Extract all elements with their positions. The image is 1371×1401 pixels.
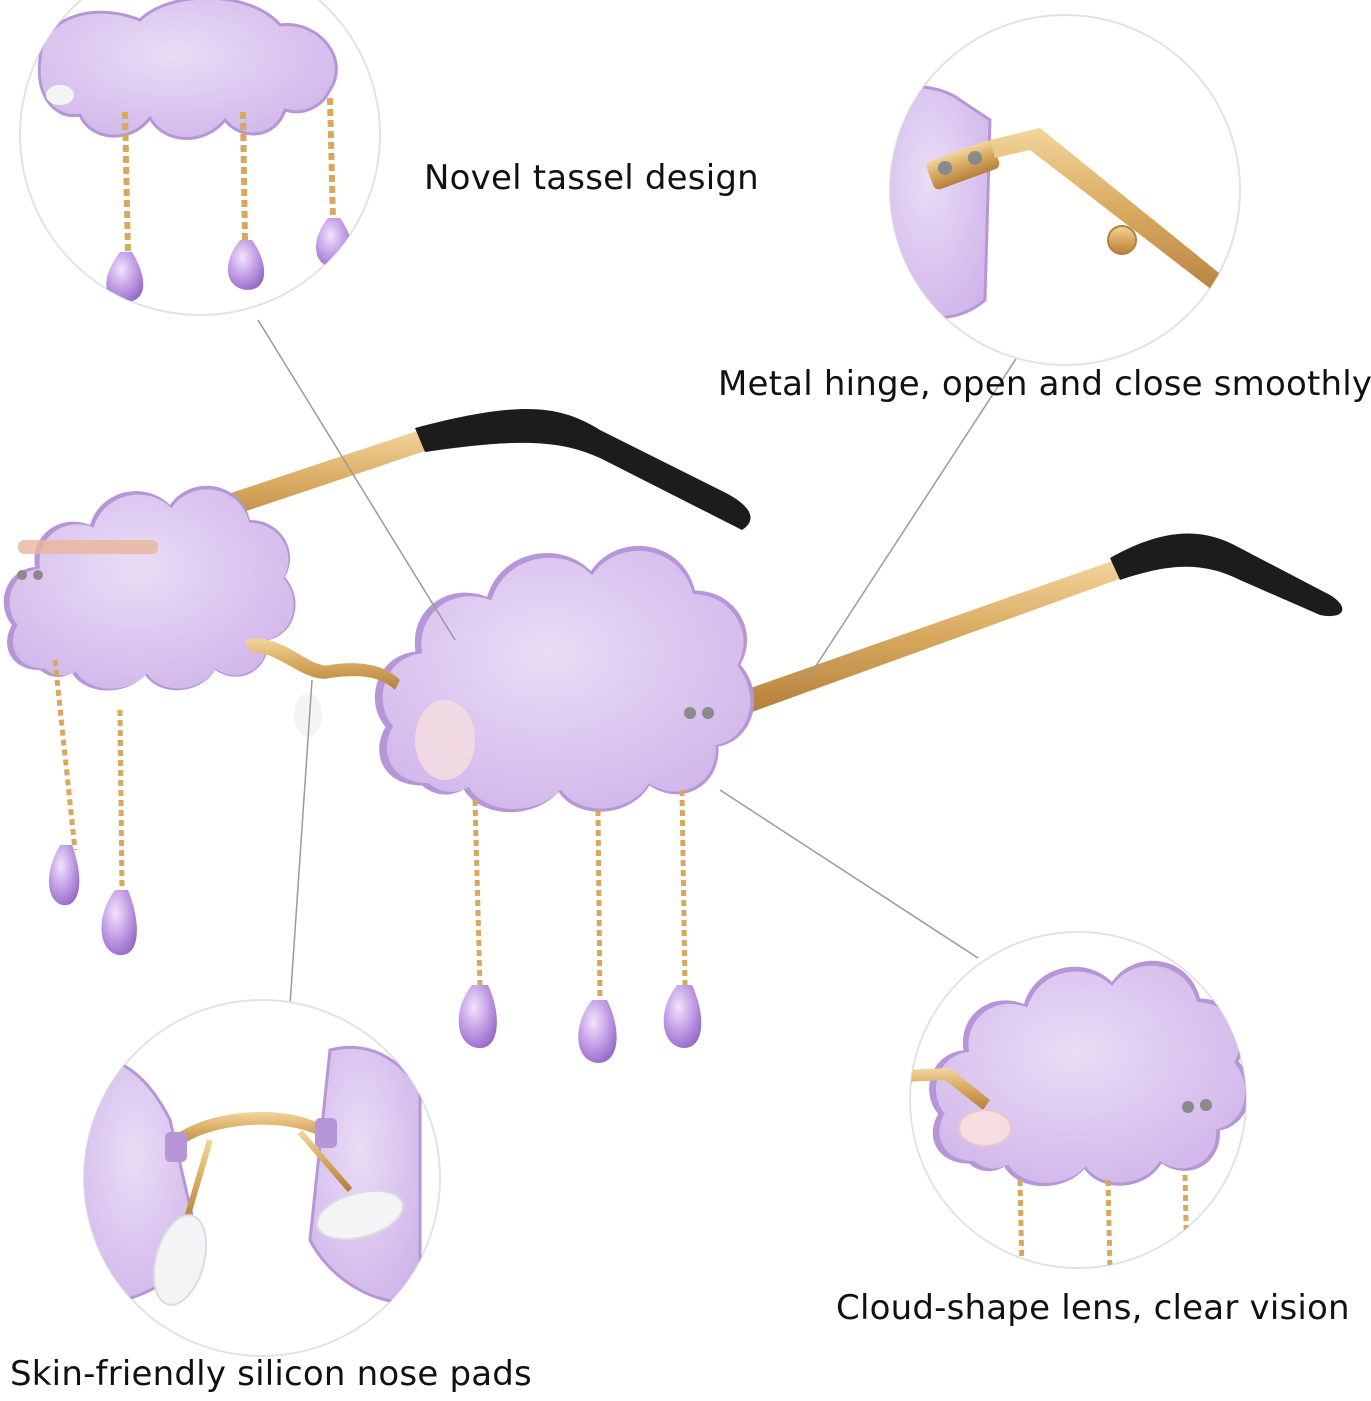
front-temple-arm bbox=[745, 560, 1122, 712]
main-glasses bbox=[3, 409, 1343, 1064]
detail-circle-nose-pads bbox=[83, 999, 441, 1357]
detail-circle-lens bbox=[909, 931, 1247, 1269]
callout-nose-pads: Skin-friendly silicon nose pads bbox=[10, 1354, 532, 1394]
right-cloud-lens bbox=[374, 545, 755, 813]
back-temple-tip bbox=[415, 409, 751, 530]
pointer-lines bbox=[257, 319, 1026, 1006]
detail-circle-tassels bbox=[19, 0, 381, 316]
front-temple-tip bbox=[1110, 533, 1343, 617]
detail-circle-hinge bbox=[889, 14, 1241, 366]
callout-cloud-lens: Cloud-shape lens, clear vision bbox=[836, 1288, 1350, 1328]
callout-tassel-design: Novel tassel design bbox=[424, 158, 759, 198]
left-cloud-lens bbox=[3, 485, 296, 691]
nose-pad-left bbox=[294, 693, 322, 737]
left-lens-tassels bbox=[48, 659, 137, 956]
callout-metal-hinge: Metal hinge, open and close smoothly bbox=[718, 364, 1371, 404]
bridge bbox=[245, 638, 400, 690]
right-lens-tassels bbox=[458, 789, 702, 1064]
